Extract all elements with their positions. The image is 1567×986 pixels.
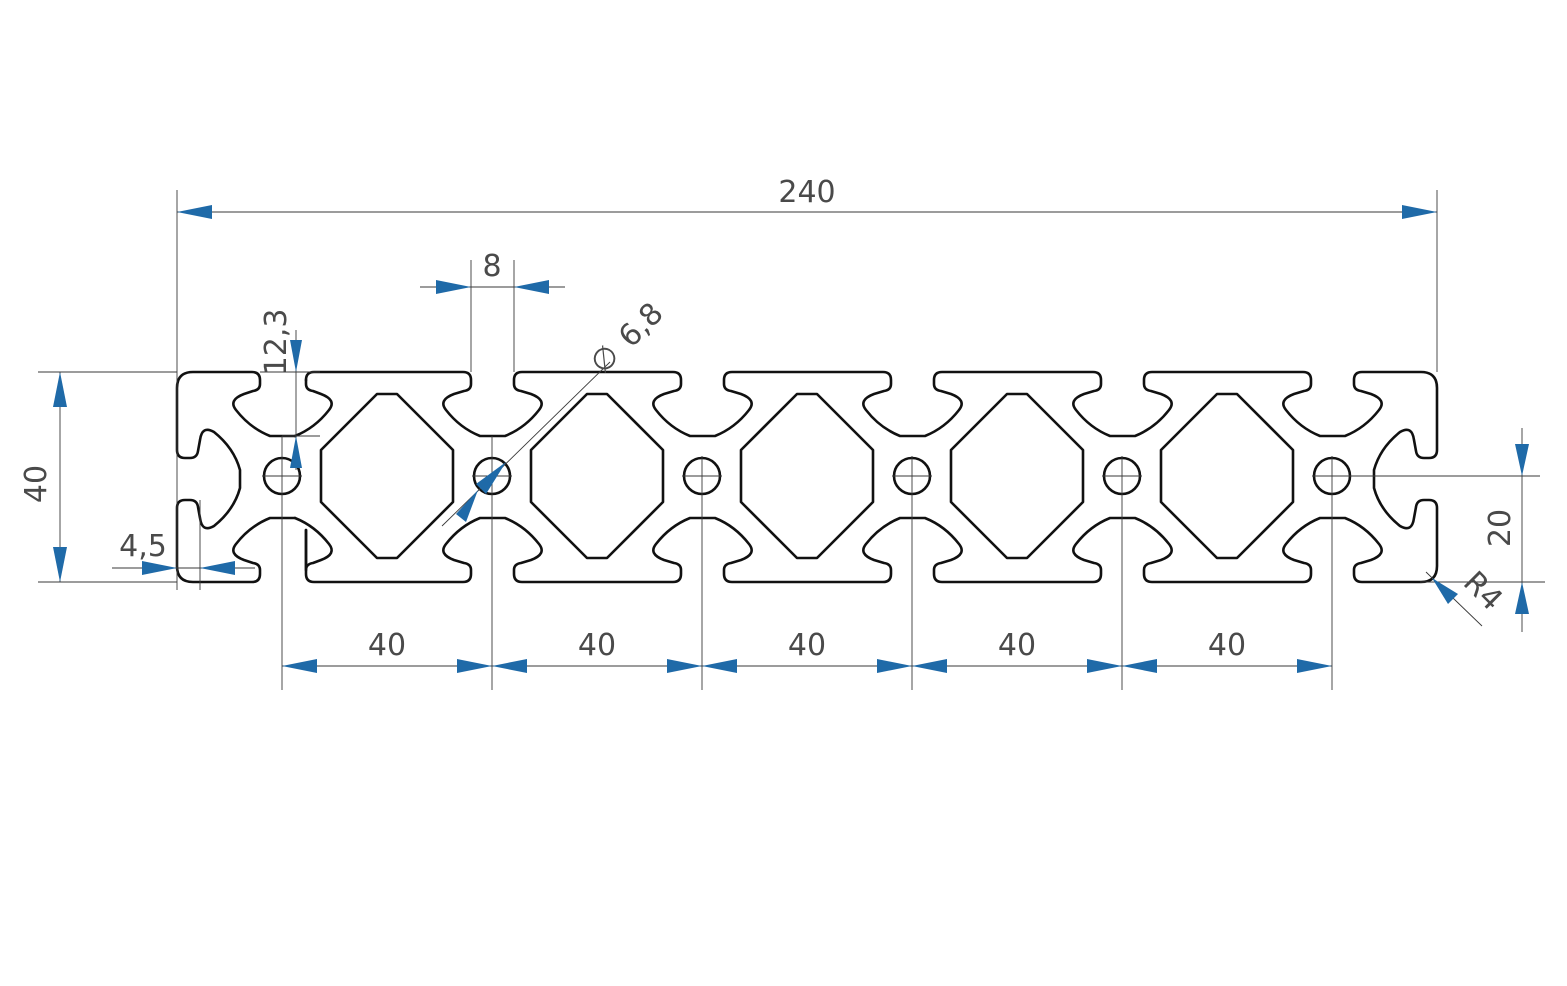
hollow-5 — [1159, 392, 1295, 560]
center-offset-label: 20 — [1483, 509, 1518, 547]
dim-center-offset: 20 — [1420, 428, 1545, 632]
height-label: 40 — [19, 465, 54, 503]
overall-width-label: 240 — [778, 175, 835, 210]
pitch-label-3: 40 — [788, 628, 826, 663]
hollow-3 — [739, 392, 875, 560]
hollow-1 — [319, 392, 455, 560]
dim-hole-diameter: ∅ 6,8 — [441, 296, 671, 527]
wall-thickness-label: 4,5 — [119, 529, 167, 564]
center-lines — [262, 436, 1540, 690]
left-slot-edge-bottom — [293, 516, 333, 572]
profile-outline — [175, 370, 1439, 584]
corner-radius-label: R4 — [1456, 565, 1509, 618]
hollow-4 — [949, 392, 1085, 560]
slot-width-label: 8 — [482, 249, 501, 284]
dim-overall-width: 240 — [176, 175, 1438, 590]
dim-height: 40 — [19, 371, 177, 583]
pitch-label-1: 40 — [368, 628, 406, 663]
dim-corner-radius: R4 — [1425, 565, 1509, 627]
pitch-label-5: 40 — [1208, 628, 1246, 663]
dim-slot-depth: 12,3 — [259, 309, 320, 470]
hole-diameter-symbol: ∅ — [584, 338, 627, 381]
dim-wall-thickness: 4,5 — [112, 500, 255, 590]
pitch-label-2: 40 — [578, 628, 616, 663]
slot-depth-label: 12,3 — [259, 309, 294, 376]
dim-pitch: 40 40 40 40 40 — [282, 628, 1332, 673]
dim-slot-width: 8 — [420, 249, 565, 372]
pitch-label-4: 40 — [998, 628, 1036, 663]
hollow-2 — [529, 392, 665, 560]
outer-contour-top — [175, 370, 1439, 584]
hole-diameter-label: 6,8 — [612, 296, 670, 354]
left-slot-edge — [293, 378, 333, 438]
